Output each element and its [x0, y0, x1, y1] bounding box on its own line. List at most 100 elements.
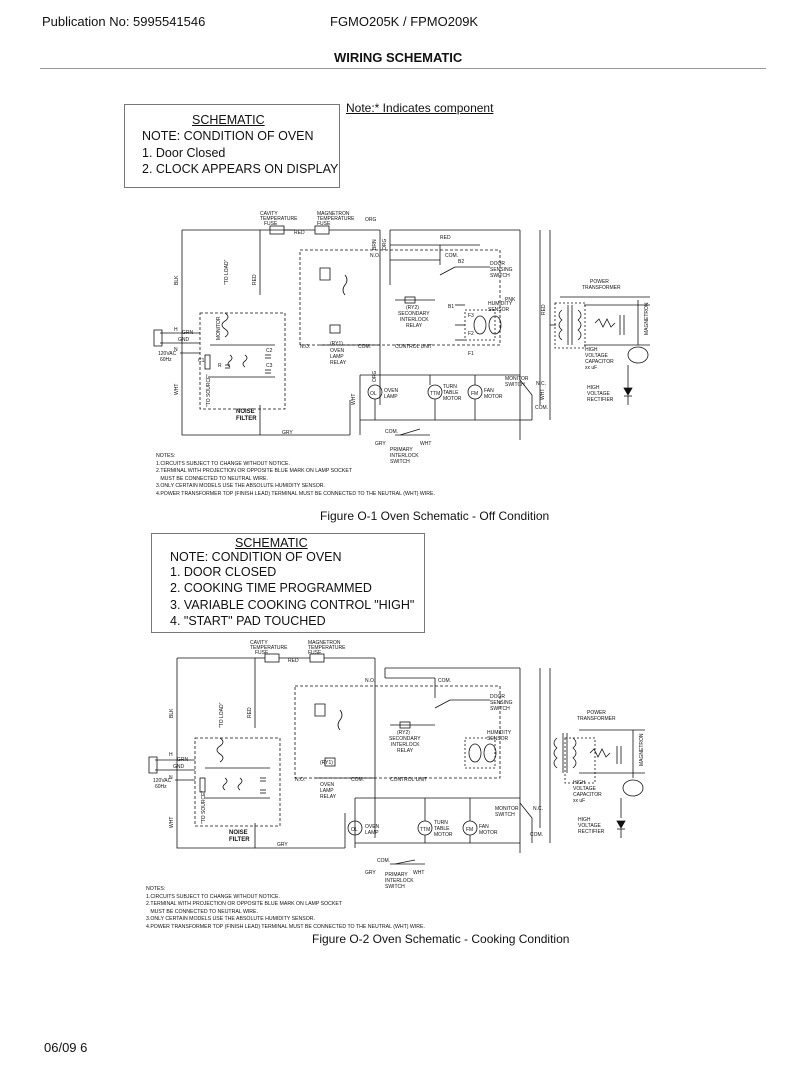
oven-lamp-relay-label-1: OVEN	[330, 348, 345, 354]
model-numbers: FGMO205K / FPMO209K	[330, 14, 479, 29]
f2-gry-label-2: GRY	[277, 842, 288, 848]
h-label: H	[174, 327, 178, 333]
f2-com-label-2: COM.	[351, 777, 364, 783]
f2-monitor-switch-label-1: MONITOR	[495, 806, 519, 812]
hv-capacitor-label-4: xx uF	[585, 365, 597, 371]
cavity-fuse-label-1: CAVITY	[260, 211, 278, 217]
f2-hv-capacitor-label-1: HIGH	[573, 780, 586, 786]
f3-label: F3	[468, 313, 474, 319]
publication-number: Publication No: 5995541546	[42, 14, 206, 29]
component-note: Note:* Indicates component	[346, 101, 494, 115]
f2-power-transformer-label-1: POWER	[587, 710, 606, 716]
f2-no-label: N.O.	[365, 678, 375, 684]
figure2-condition-4: 4. "START" PAD TOUCHED	[170, 614, 326, 628]
no-label: N.O.	[370, 253, 380, 259]
f2-to-source-label: "TO SOURCE"	[201, 791, 207, 824]
f2-oven-lamp-label-1: OVEN	[365, 824, 380, 830]
figure1-notes: NOTES: 1.CIRCUITS SUBJECT TO CHANGE WITH…	[156, 453, 435, 497]
red-wire-label-2: RED	[440, 235, 451, 241]
f2-gnd-label: GND	[173, 764, 185, 770]
figure1-box-title: SCHEMATIC	[192, 113, 265, 127]
monitor-fuse-label: MONITOR	[216, 316, 222, 340]
f2-supply-label-1: 120VAC	[153, 778, 172, 784]
f2-control-unit-label: CONTROL UNIT	[390, 777, 427, 783]
gry-label: GRY	[375, 441, 386, 447]
door-sensing-label-1: DOOR	[490, 261, 505, 267]
f2-h-label: H	[169, 752, 173, 758]
figure1-condition-heading: NOTE: CONDITION OF OVEN	[142, 129, 314, 143]
f2-to-load-label: "TO LOAD"	[219, 702, 225, 728]
figure2-condition-box: SCHEMATIC NOTE: CONDITION OF OVEN 1. DOO…	[151, 533, 425, 633]
primary-interlock-label-2: INTERLOCK	[390, 453, 419, 459]
wht-label-vertical: WHT	[351, 394, 357, 405]
f2-ttm-label: TTM	[420, 827, 430, 833]
f2-humidity-label-1: HUMIDITY	[487, 730, 512, 736]
ry1-label: (RY1)	[330, 341, 343, 347]
hv-capacitor-label-3: CAPACITOR	[585, 359, 614, 365]
f1-label: F1	[468, 351, 474, 357]
figure1-schematic-diagram: CAVITY TEMPERATURE FUSE MAGNETRON TEMPER…	[153, 211, 650, 465]
f2-magnetron-fuse-label-1: MAGNETRON	[308, 640, 341, 646]
f2-monitor-switch-label-2: SWITCH	[495, 812, 515, 818]
fan-label-1: FAN	[484, 388, 494, 394]
f2-fm-label: FM	[466, 827, 473, 833]
door-sensing-label-3: SWITCH	[490, 273, 510, 279]
f2-hv-capacitor-label-3: CAPACITOR	[573, 792, 602, 798]
f2-cavity-fuse-label-3: FUSE	[255, 650, 269, 656]
ttm-label: TTM	[430, 391, 440, 397]
oven-lamp-relay-label-2: LAMP	[330, 354, 344, 360]
f2-n-label: N	[169, 775, 173, 781]
f2-magnetron-label: MAGNETRON	[639, 733, 645, 766]
f2-door-sensing-label-2: SENSING	[490, 700, 513, 706]
f2-primary-interlock-label-1: PRIMARY	[385, 872, 408, 878]
figure1-condition-1: 1. Door Closed	[142, 146, 226, 160]
org-label-vertical-2: ORG	[372, 371, 378, 383]
wht-label: WHT	[420, 441, 431, 447]
f2-turntable-label-1: TURN	[434, 820, 448, 826]
control-unit-label: CONTROL UNIT	[395, 344, 432, 350]
power-transformer-label-1: POWER	[590, 279, 609, 285]
f2-com-label-3: COM.	[530, 832, 543, 838]
hv-capacitor-label-1: HIGH	[585, 347, 598, 353]
f2-ol-label: OL	[351, 827, 358, 833]
figure1-condition-box: SCHEMATIC NOTE: CONDITION OF OVEN 1. Doo…	[124, 104, 340, 188]
wht-label-left: WHT	[174, 384, 180, 395]
org-wire-label: ORG	[365, 217, 377, 223]
f2-ry1-label: (RY1)	[320, 760, 333, 766]
hv-rectifier-label-3: RECTIFIER	[587, 397, 614, 403]
f2-fan-label-2: MOTOR	[479, 830, 498, 836]
f2-supply-label-2: 60Hz	[155, 784, 167, 790]
red-wire-label: RED	[294, 230, 305, 236]
no-label-2: N.O.	[300, 344, 310, 350]
f2-secondary-interlock-label-2: INTERLOCK	[391, 742, 420, 748]
ol-label: OL	[370, 391, 377, 397]
page-footer: 06/09 6	[44, 1040, 88, 1055]
cavity-fuse-label-2: TEMPERATURE	[260, 216, 298, 222]
secondary-interlock-label-1: SECONDARY	[398, 311, 430, 317]
f2-blk-label: BLK	[169, 708, 175, 718]
figure2-condition-1: 1. DOOR CLOSED	[170, 565, 277, 579]
b1-label: B1	[448, 304, 454, 310]
header-divider	[40, 68, 766, 69]
red-label-vertical: RED	[252, 274, 258, 285]
c3-label: C3	[266, 363, 273, 369]
f2-ry2-label: (RY2)	[397, 730, 410, 736]
f2-turntable-label-2: TABLE	[434, 826, 450, 832]
figure2-box-title: SCHEMATIC	[235, 536, 308, 550]
f2-gry-label: GRY	[365, 870, 376, 876]
humidity-label-2: SENSOR	[488, 307, 510, 313]
fm-label: FM	[471, 391, 478, 397]
c1-label: C1	[198, 358, 205, 364]
f2-hv-rectifier-label-2: VOLTAGE	[578, 823, 602, 829]
r-label: R	[218, 363, 222, 369]
n-label: N	[174, 347, 178, 353]
grn-label: GRN	[182, 330, 194, 336]
gry-label-2: GRY	[282, 430, 293, 436]
f2-nc-label: N.C.	[533, 806, 543, 812]
f2-hv-rectifier-label-1: HIGH	[578, 817, 591, 823]
noise-filter-label-2: FILTER	[236, 416, 257, 422]
figure2-caption: Figure O-2 Oven Schematic - Cooking Cond…	[312, 932, 570, 946]
f2-noise-filter-label-2: FILTER	[229, 837, 250, 843]
oven-lamp-label-2: LAMP	[384, 394, 398, 400]
f2-hv-rectifier-label-3: RECTIFIER	[578, 829, 605, 835]
